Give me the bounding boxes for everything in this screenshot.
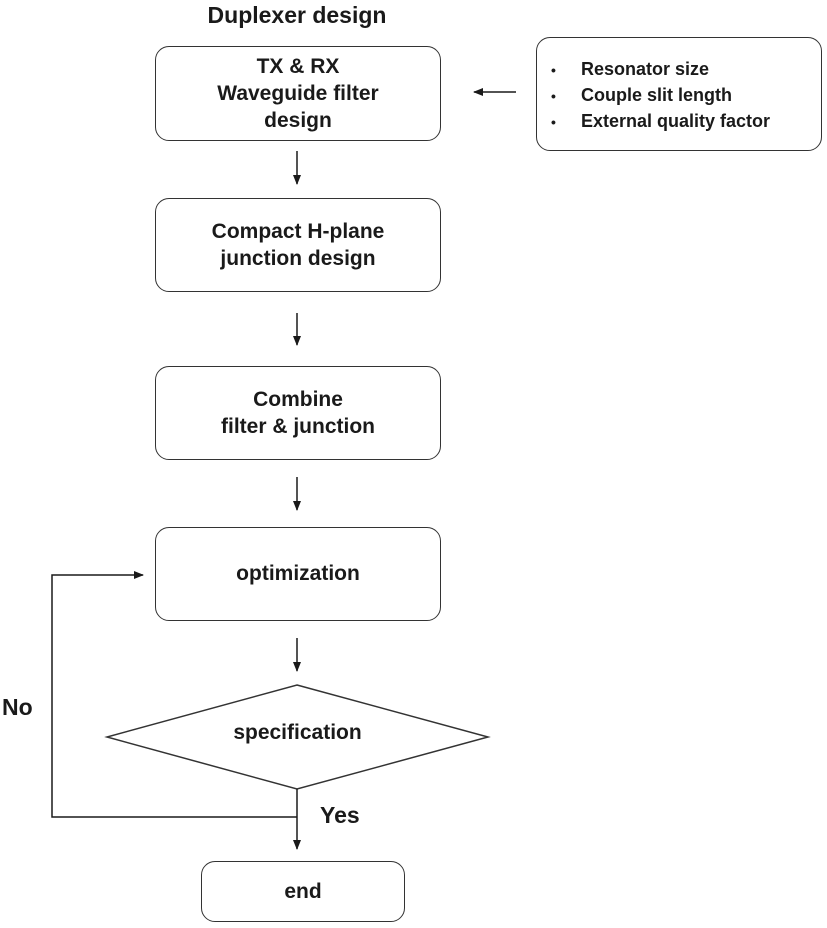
optimization-label: optimization [236, 562, 360, 586]
parameter-item: • External quality factor [551, 109, 770, 135]
parameter-item: • Couple slit length [551, 83, 770, 109]
parameter-label: External quality factor [581, 111, 771, 131]
parameter-label: Resonator size [581, 59, 710, 79]
parameter-list: • Resonator size • Couple slit length • Ext… [551, 57, 770, 135]
bullet-icon: • [551, 62, 556, 78]
combine-label: Combine filter & junction [221, 387, 375, 438]
design-parameters-box: • Resonator size • Couple slit length • Ext… [536, 37, 822, 151]
end-step: end [201, 861, 405, 922]
combine-step: Combine filter & junction [155, 366, 441, 460]
diagram-title: Duplexer design [207, 2, 387, 28]
yes-branch-label: Yes [320, 802, 360, 828]
filter-design-label: TX & RX Waveguide filter design [217, 54, 379, 133]
end-label: end [284, 879, 322, 903]
parameter-item: • Resonator size [551, 57, 770, 83]
optimization-step: optimization [155, 527, 441, 621]
junction-design-label: Compact H-plane junction design [211, 219, 385, 270]
bullet-icon: • [551, 88, 556, 104]
specification-label: specification [233, 721, 362, 744]
parameter-label: Couple slit length [581, 85, 732, 105]
bullet-icon: • [551, 114, 556, 130]
junction-design-step: Compact H-plane junction design [155, 198, 441, 292]
filter-design-step: TX & RX Waveguide filter design [155, 46, 441, 141]
no-feedback-loop [51, 571, 297, 818]
no-branch-label: No [2, 694, 33, 720]
